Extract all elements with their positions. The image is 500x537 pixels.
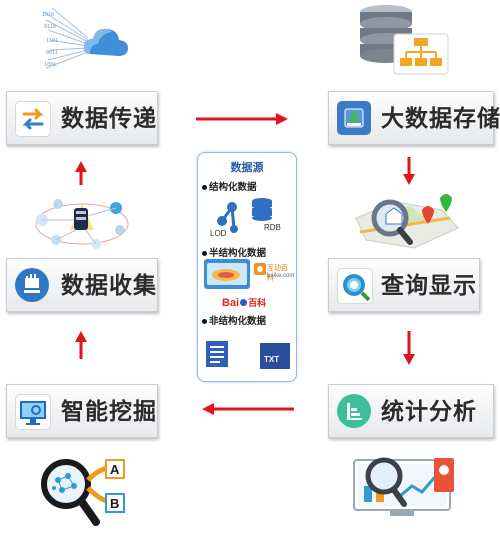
svg-text:0011: 0011 [46, 50, 58, 56]
unstructured-data-label: 非结构化数据 [202, 313, 266, 327]
smart-mining-label: 智能挖掘 [61, 398, 157, 424]
structured-data-label: 结构化数据 [202, 179, 257, 193]
svg-text:1101: 1101 [46, 38, 58, 44]
bullet-icon [202, 318, 207, 324]
exchange-arrows-icon [15, 101, 51, 137]
svg-text:A: A [110, 462, 120, 477]
analysis-screen-icon [350, 452, 462, 530]
data-collection-box[interactable]: 数据收集 [6, 258, 158, 312]
data-source-panel: 数据源 结构化数据 LOD RDB 半结构化数据 [197, 152, 297, 382]
query-display-label: 查询显示 [381, 272, 477, 298]
document-icon [204, 339, 232, 369]
arrow-transfer-to-storage [194, 112, 290, 126]
semi-structured-data-label: 半结构化数据 [202, 245, 266, 259]
bullet-icon [202, 184, 207, 190]
lod-rdb-icon [208, 193, 288, 241]
smart-mining-box[interactable]: 智能挖掘 [6, 384, 158, 438]
lod-label: LOD [210, 229, 227, 238]
big-data-storage-label: 大数据存储 [381, 105, 500, 131]
data-collection-label: 数据收集 [61, 272, 157, 298]
cloud-data-icon: 1010 0110 1101 0011 1001 [40, 4, 130, 74]
arrow-up-to-transfer [74, 160, 88, 186]
rdb-label: RDB [264, 223, 281, 232]
txt-file-icon: TXT [260, 343, 290, 369]
svg-text:1010: 1010 [42, 12, 54, 18]
hudong-logo: 互动百科 baike.com [254, 263, 294, 287]
svg-text:1001: 1001 [44, 62, 56, 68]
big-data-storage-box[interactable]: 大数据存储 [328, 91, 500, 145]
collection-hand-icon [15, 268, 49, 302]
arrow-analysis-to-mining [200, 402, 296, 416]
map-search-icon [350, 188, 462, 254]
svg-text:B: B [110, 496, 119, 511]
arrow-down-to-analysis [402, 330, 416, 366]
arrow-down-to-map [402, 156, 416, 186]
arrow-up-to-collection [74, 330, 88, 360]
bullet-icon [202, 250, 207, 256]
statistical-analysis-label: 统计分析 [381, 398, 477, 424]
database-server-icon [348, 2, 452, 78]
globe-search-icon [337, 268, 373, 304]
download-storage-icon [337, 101, 371, 135]
webpage-thumbnail [204, 259, 250, 289]
query-display-box[interactable]: 查询显示 [328, 258, 480, 312]
data-source-title: 数据源 [230, 162, 264, 174]
magnifier-ab-icon: A B [30, 450, 140, 532]
data-transfer-label: 数据传递 [61, 105, 157, 131]
svg-text:0110: 0110 [44, 24, 56, 30]
statistical-analysis-box[interactable]: 统计分析 [328, 384, 494, 438]
data-transfer-box[interactable]: 数据传递 [6, 91, 158, 145]
network-cycle-icon [30, 190, 134, 254]
bar-chart-icon [337, 394, 371, 428]
monitor-mining-icon [15, 394, 51, 430]
